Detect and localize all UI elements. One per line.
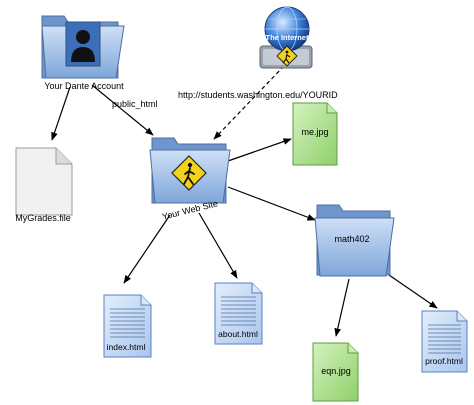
me-jpg-label: me.jpg — [301, 127, 328, 137]
pedestrian-folder-icon — [149, 137, 231, 204]
html-file-icon — [421, 310, 468, 373]
edges — [51, 65, 438, 337]
html-file-icon — [103, 294, 152, 358]
about-html-label: about.html — [218, 329, 258, 339]
edge-internet-to-website — [213, 65, 285, 140]
grades-node[interactable]: MyGrades.file — [15, 147, 73, 223]
dante-account-node[interactable]: Your Dante Account — [41, 15, 125, 91]
edge-website-to-about — [198, 212, 238, 279]
eqn-jpg-label: eqn.jpg — [321, 366, 351, 376]
proof-html-label: proof.html — [425, 356, 463, 366]
web-site-node[interactable]: Your Web Site — [149, 137, 231, 222]
about-html-node[interactable]: about.html — [214, 282, 263, 345]
edge-website-to-me — [227, 138, 292, 162]
person-folder-icon — [41, 15, 125, 79]
index-html-label: index.html — [107, 342, 146, 352]
edge-dante-to-grades — [51, 86, 71, 141]
me-jpg-node[interactable]: me.jpg — [292, 102, 338, 166]
edge-dante-to-website — [91, 84, 154, 136]
grades-label: MyGrades.file — [15, 213, 71, 223]
globe-drive-icon — [259, 6, 313, 69]
image-file-icon — [312, 342, 359, 402]
internet-label: The Internet — [266, 33, 309, 42]
internet-node[interactable]: The Internet — [259, 6, 313, 69]
eqn-jpg-node[interactable]: eqn.jpg — [312, 342, 359, 402]
edge-label-public-html: public_html — [112, 99, 158, 109]
edge-math402-to-eqn — [334, 278, 350, 337]
edge-label-url: http://students.washington.edu/YOURID — [178, 90, 338, 100]
html-file-icon — [214, 282, 263, 345]
blank-file-icon — [15, 147, 73, 216]
proof-html-node[interactable]: proof.html — [421, 310, 468, 373]
edge-math402-to-proof — [388, 274, 438, 309]
math402-label: math402 — [334, 234, 369, 244]
edge-website-to-math402 — [227, 186, 316, 221]
edge-website-to-index — [123, 214, 171, 284]
math402-node[interactable]: math402 — [314, 204, 395, 277]
image-file-icon — [292, 102, 338, 166]
folder-icon — [314, 204, 395, 277]
dante-account-label: Your Dante Account — [44, 81, 124, 91]
index-html-node[interactable]: index.html — [103, 294, 152, 358]
